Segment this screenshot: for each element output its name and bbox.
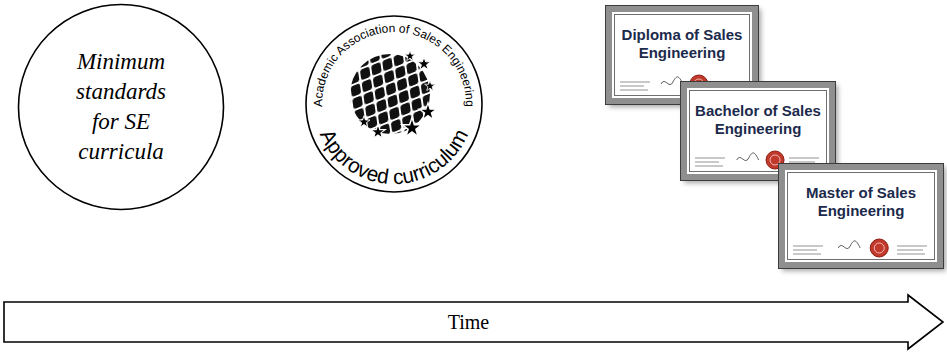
certificate-title: Master of Sales Engineering: [793, 184, 929, 220]
standards-circle: Minimum standards for SE curricula: [17, 3, 225, 211]
star-icon: [417, 57, 430, 70]
circle-text: Minimum standards for SE curricula: [61, 47, 181, 167]
certificate: Master of Sales Engineering: [779, 164, 943, 268]
star-icon: [402, 118, 422, 137]
seal-arc-text: Academic Association of Sales Engineerin…: [311, 21, 477, 107]
globe-icon: [350, 54, 430, 134]
star-icon: [371, 124, 386, 138]
seal-approval-text: Approved curriculum: [316, 125, 472, 188]
seal-approval-text: Approved curriculum: [316, 125, 472, 188]
time-arrow: Time: [3, 294, 944, 350]
red-seal: [870, 239, 888, 257]
certificate-title: Bachelor of Sales Engineering: [695, 102, 821, 138]
time-label: Time: [448, 311, 490, 334]
arrow-shape: [4, 295, 943, 349]
circle-outline: [17, 3, 225, 211]
seal-graphic: Academic Association of Sales Engineerin…: [304, 14, 484, 194]
red-seal-ring: [874, 243, 884, 253]
seal-arc-text: Academic Association of Sales Engineerin…: [311, 21, 477, 107]
seal-border: [306, 16, 482, 192]
signature-lines: [793, 241, 927, 254]
approval-seal: Academic Association of Sales Engineerin…: [304, 14, 484, 194]
star-icon: [405, 50, 416, 60]
star-icon: [358, 116, 370, 127]
star-icon: [425, 80, 436, 90]
star-icon: [419, 103, 436, 120]
certificate-title: Diploma of Sales Engineering: [620, 26, 744, 62]
circle-border: [19, 5, 224, 210]
